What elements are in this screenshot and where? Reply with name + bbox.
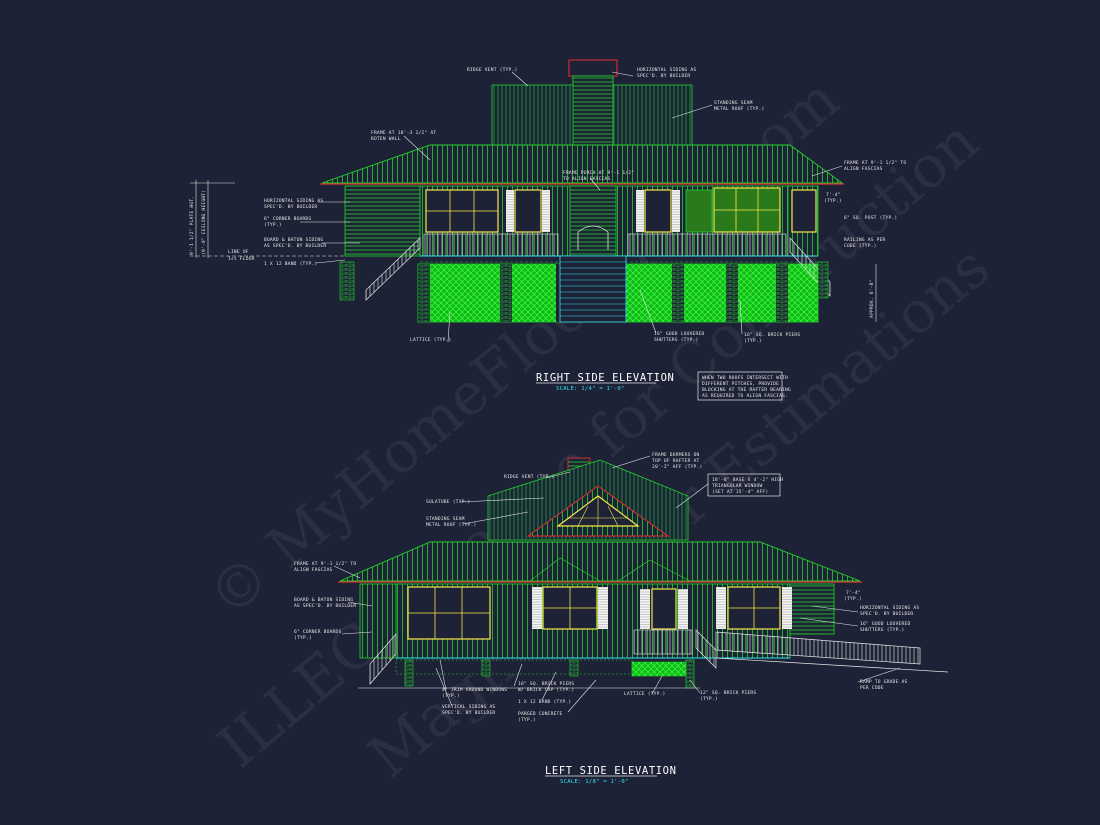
label-frame-dormers-3: 20'-2" AFF (TYP.)	[652, 464, 702, 470]
label-standing-seam-1: STANDING SEAM	[426, 516, 465, 522]
right-elev-windows	[425, 187, 817, 233]
label-dim-7-4: 7'-4"	[846, 590, 861, 596]
label-trim-2: (TYP.)	[442, 693, 460, 699]
label-lattice: LATTICE (TYP.)	[410, 337, 452, 343]
label-corner-2: (TYP.)	[294, 635, 312, 641]
label-board-1: BOARD & BATON SIDING	[294, 597, 353, 603]
right-elevation-scale: SCALE: 1/4" = 1'-0"	[556, 386, 625, 392]
fireplace	[569, 185, 617, 257]
label-parged-2: (TYP.)	[518, 717, 536, 723]
label-board-2: AS SPEC'D. BY BUILDER	[264, 243, 326, 249]
label-dim-7-4: 7'-4"	[826, 192, 841, 198]
label-ramp-1: RAMP TO GRADE AS	[860, 679, 907, 685]
lattice	[631, 661, 687, 677]
ceiling-height-label: (9'-0" CEILING HEIGHT)	[201, 190, 207, 255]
label-ridge-vent: RIDGE VENT (TYP.)	[504, 474, 554, 480]
label-frame-porch-1: FRAME PORCH AT 9'-1 1/2"	[563, 170, 634, 176]
main-roof	[321, 144, 844, 184]
label-corner-1: 6" CORNER BOARDS	[264, 216, 311, 222]
label-frame-dormers-1: FRAME DORMERS ON	[652, 452, 699, 458]
label-frame-dormers-2: TOP OF RAFTER AT	[652, 458, 699, 464]
label-parged-1: PARGED CONCRETE	[518, 711, 563, 717]
label-vertical-2: SPEC'D. BY BUILDER	[442, 710, 495, 716]
note-line-4: AS REQUIRED TO ALIGN FASCIAS.	[702, 393, 788, 399]
parged-concrete	[395, 659, 633, 675]
label-frame-rotten-2: ROTEN WALL	[371, 136, 401, 142]
left-elev-windows	[407, 586, 792, 640]
label-frame-left-1: FRAME AT 9'-1 1/2" TO	[294, 561, 356, 567]
left-elev-note-box: 18'-8" BASE X 4'-2" HIGH TRIANGULAR WIND…	[707, 473, 783, 497]
label-horiz-2: SPEC'D. BY BUILDER	[860, 611, 913, 617]
label-sq-post: 6" SQ. POST (TYP.)	[844, 215, 897, 221]
label-standing-seam-1: STANDING SEAM	[714, 100, 753, 106]
label-railing-2: CODE (TYP.)	[844, 243, 877, 249]
right-elevation-title: RIGHT SIDE ELEVATION	[536, 372, 674, 384]
label-corner-2: (TYP.)	[264, 222, 282, 228]
label-shutters-1: 16" GOOD LOUVERED	[860, 621, 910, 627]
label-ridge-vent: RIDGE VENT (TYP.)	[467, 67, 517, 73]
ramp	[715, 631, 949, 673]
label-standing-seam-2: METAL ROOF (TYP.)	[714, 106, 764, 112]
label-ramp-2: PER CODE	[860, 685, 884, 691]
label-horiz-1: HORIZONTAL SIDING AS	[860, 605, 919, 611]
left-elevation-scale: SCALE: 1/8" = 1'-0"	[560, 779, 629, 785]
label-band: 1 X 12 BAND (TYP.)	[264, 261, 317, 267]
note-line-1: 18'-8" BASE X 4'-2" HIGH	[712, 477, 783, 483]
center-stairs	[559, 255, 627, 323]
label-dim-typ: (TYP.)	[844, 596, 862, 602]
label-frame-right-2: ALIGN FASCIAS	[844, 166, 883, 172]
label-standing-seam-2: METAL ROOF (TYP.)	[426, 522, 476, 528]
plate-height-dimension: 9'-1 1/2" PLATE HGT. (9'-0" CEILING HEIG…	[189, 180, 345, 258]
chimney-cap	[568, 59, 618, 77]
right-elev-note-box: WHEN TWO ROOFS INTERSECT WITH DIFFERENT …	[697, 371, 791, 401]
label-solatube: SOLATUBE (TYP.)	[426, 499, 471, 505]
label-board-1: BOARD & BATON SIDING	[264, 237, 323, 243]
label-lattice: LATTICE (TYP.)	[624, 691, 666, 697]
label-line-floor-1: LINE OF	[228, 249, 249, 255]
left-elevation-title: LEFT SIDE ELEVATION	[545, 765, 677, 777]
left-wall-siding	[344, 185, 421, 257]
label-shutters-1: 16" GOOD LOUVERED	[654, 331, 704, 337]
label-board-2: AS SPEC'D. BY BUILDER	[294, 603, 356, 609]
label-shutters-2: SHUTTERS (TYP.)	[860, 627, 905, 633]
label-horiz-siding-top-2: SPEC'D. BY BUILDER	[637, 73, 690, 79]
label-piers-12-1: 12" SQ. BRICK PIERS	[700, 690, 756, 696]
label-horiz-left-2: SPEC'D. BY BUILDER	[264, 204, 317, 210]
label-piers-1: 16" SQ. BRICK PIERS	[744, 332, 800, 338]
note-line-2: DIFFERENT PITCHES, PROVIDE	[702, 381, 779, 387]
label-frame-rotten-1: FRAME AT 10'-3 1/2" AT	[371, 130, 436, 136]
main-roof	[339, 541, 861, 582]
label-band: 1 X 12 BAND (TYP.)	[518, 699, 571, 705]
label-dim-typ: (TYP.)	[824, 198, 842, 204]
note-line-3: (SET AT 15'-4" AFF)	[712, 489, 768, 495]
label-corner-1: 6" CORNER BOARDS	[294, 629, 341, 635]
label-horiz-left-1: HORIZONTAL SIDING AS	[264, 198, 323, 204]
label-railing-1: RAILING AS PER	[844, 237, 886, 243]
left-side-elevation: FRAME DORMERS ON TOP OF RAFTER AT 20'-2"…	[294, 452, 949, 785]
approx-height-label: APPROX. 6'-8"	[869, 279, 875, 318]
label-frame-porch-2: TO ALIGN FASCIAS	[563, 176, 610, 182]
label-piers-12-2: (TYP.)	[700, 696, 718, 702]
plate-height-label: 9'-1 1/2" PLATE HGT.	[189, 196, 195, 255]
label-vertical-1: VERTICAL SIDING AS	[442, 704, 495, 710]
porch-railing	[423, 233, 559, 257]
label-trim-1: 4" TRIM AROUND WINDOWS	[442, 687, 507, 693]
label-piers-2: (TYP.)	[744, 338, 762, 344]
label-line-floor-2: 1st FLOOR	[228, 256, 255, 262]
label-piers-cap-2: W/ BRICK CAP (TYP.)	[518, 687, 574, 693]
note-line-1: WHEN TWO ROOFS INTERSECT WITH	[702, 375, 788, 381]
label-shutters-2: SHUTTERS (TYP.)	[654, 337, 699, 343]
note-line-3: BLOCKING AT THE RAFTER BEARING	[702, 387, 791, 393]
label-frame-right-1: FRAME AT 9'-1 1/2" TO	[844, 160, 906, 166]
label-horiz-siding-top-1: HORIZONTAL SIDING AS	[637, 67, 696, 73]
horiz-siding	[789, 583, 835, 635]
side-stairs	[339, 237, 831, 301]
label-piers-cap-1: 16" SQ. BRICK PIERS	[518, 681, 574, 687]
note-line-2: TRIANGULAR WINDOW	[712, 483, 762, 489]
right-side-elevation: 9'-1 1/2" PLATE HGT. (9'-0" CEILING HEIG…	[189, 59, 906, 401]
label-frame-left-2: ALIGN FASCIAS	[294, 567, 333, 573]
